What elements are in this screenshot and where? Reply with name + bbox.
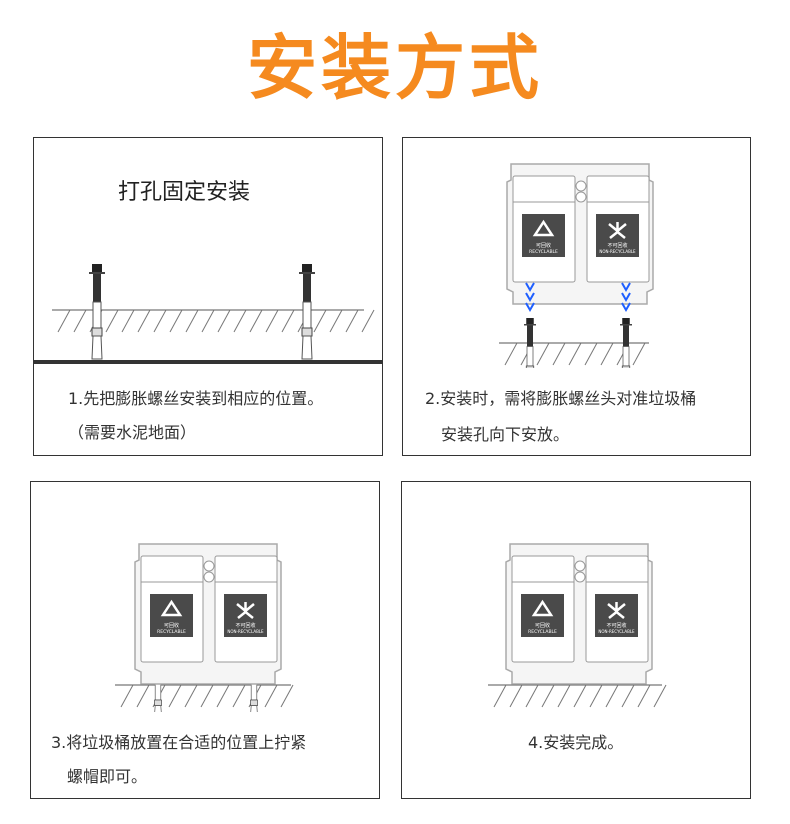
svg-text:可回收: 可回收 [164,622,179,629]
bin-fastening-illustration: 可回收 RECYCLABLE 不可回收 NON-RECYCLABLE [115,543,294,712]
trash-bin: 可回收 RECYCLABLE 不可回收 NON-RECYCLABLE [505,543,653,685]
trash-bin: 可回收 RECYCLABLE 不可回收 NON-RECYCLABLE [134,543,282,685]
step-1-caption-line2: （需要水泥地面） [68,423,197,442]
bin-alignment-illustration: 可回收 RECYCLABLE 不可回收 NON-RECYCLABLE [499,163,654,368]
svg-text:RECYCLABLE: RECYCLABLE [528,629,557,635]
floor-line [34,360,382,364]
recyclable-sign: 可回收 RECYCLABLE [521,594,564,637]
svg-text:RECYCLABLE: RECYCLABLE [157,629,186,635]
non-recyclable-sign: 不可回收 NON-RECYCLABLE [596,214,639,257]
step-1-caption-line1: 1.先把膨胀螺丝安装到相应的位置。 [68,389,324,408]
step-3-caption-line1: 3.将垃圾桶放置在合适的位置上拧紧 [51,733,307,752]
ground-hatch [52,309,375,333]
svg-text:不可回收: 不可回收 [607,242,627,249]
recyclable-sign: 可回收 RECYCLABLE [150,594,193,637]
expansion-bolt-icon [524,318,536,368]
bolt-ground-illustration [34,264,382,364]
svg-text:NON-RECYCLABLE: NON-RECYCLABLE [598,629,635,634]
step-3-panel: 可回收 RECYCLABLE 不可回收 NON-RECYCLABLE 3.将垃圾… [30,481,380,799]
expansion-bolt-icon [299,264,315,360]
step-4-panel: 可回收 RECYCLABLE 不可回收 NON-RECYCLABLE 4.安装完… [401,481,751,799]
expansion-bolt-icon [89,264,105,360]
non-recyclable-sign: 不可回收 NON-RECYCLABLE [595,594,638,637]
down-arrow-icon [621,282,631,313]
svg-text:不可回收: 不可回收 [235,622,255,629]
bin-installed-illustration: 可回收 RECYCLABLE 不可回收 NON-RECYCLABLE [488,543,667,708]
svg-text:RECYCLABLE: RECYCLABLE [529,249,558,255]
down-arrow-icon [525,282,535,313]
trash-bin: 可回收 RECYCLABLE 不可回收 NON-RECYCLABLE [506,163,654,305]
step-1-heading: 打孔固定安装 [118,180,251,205]
svg-text:NON-RECYCLABLE: NON-RECYCLABLE [599,249,636,254]
ground-hatch [488,684,667,708]
step-2-caption-line2: 安装孔向下安放。 [441,425,570,444]
step-3-caption-line2: 螺帽即可。 [67,767,148,786]
step-4-caption: 4.安装完成。 [528,733,624,752]
step-2-panel: 可回收 RECYCLABLE 不可回收 NON-RECYCLABLE 2.安装时… [402,137,751,456]
expansion-bolt-icon [620,318,632,368]
step-2-caption-line1: 2.安装时，需将膨胀螺丝头对准垃圾桶 [425,389,697,408]
svg-text:可回收: 可回收 [535,622,550,629]
svg-text:NON-RECYCLABLE: NON-RECYCLABLE [227,629,264,634]
svg-text:不可回收: 不可回收 [606,622,626,629]
page-title: 安装方式 [247,27,543,109]
svg-text:可回收: 可回收 [536,242,551,249]
ground-hatch [115,684,294,708]
recyclable-sign: 可回收 RECYCLABLE [522,214,565,257]
step-1-panel: 打孔固定安装 1.先把膨胀螺丝安装到相应的位置。 （需要水泥地面） [33,137,383,456]
non-recyclable-sign: 不可回收 NON-RECYCLABLE [224,594,267,637]
